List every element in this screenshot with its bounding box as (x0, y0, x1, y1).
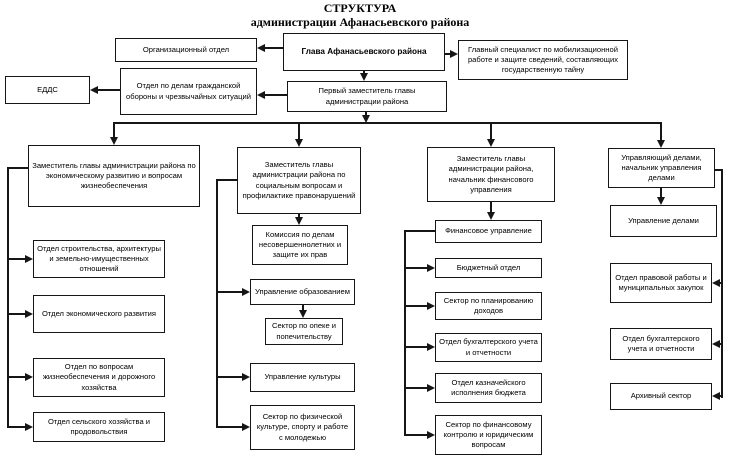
line (218, 179, 237, 181)
node-affairs-directorate: Управление делами (610, 205, 717, 237)
line (218, 291, 243, 293)
arrow-right-icon (427, 343, 435, 351)
arrow-down-icon (657, 197, 665, 205)
line (218, 376, 243, 378)
line (298, 124, 300, 140)
line (9, 167, 28, 169)
arrow-right-icon (242, 373, 250, 381)
arrow-right-icon (427, 431, 435, 439)
line (406, 346, 427, 348)
arrow-down-icon (110, 137, 118, 145)
arrow-left-icon (90, 86, 98, 94)
arrow-down-icon (295, 139, 303, 147)
node-accounting-dept-finance: Отдел бухгалтерского учета и отчетности (435, 333, 542, 362)
node-deputy-economic: Заместитель главы администрации района п… (28, 145, 200, 207)
chart-subtitle: администрации Афанасьевского района (250, 15, 470, 29)
node-affairs-manager: Управляющий делами, начальник управления… (608, 148, 715, 188)
arrow-down-icon (360, 73, 368, 81)
arrow-left-icon (712, 340, 720, 348)
arrow-right-icon (242, 423, 250, 431)
line (406, 267, 427, 269)
line (719, 282, 723, 284)
node-education-directorate: Управление образованием (250, 279, 355, 305)
line (9, 258, 26, 260)
line (302, 305, 304, 311)
arrow-down-icon (295, 217, 303, 225)
line (264, 94, 287, 96)
arrow-right-icon (242, 288, 250, 296)
line (660, 124, 662, 141)
node-archive-sector: Архивный сектор (610, 383, 712, 410)
node-treasury-dept: Отдел казначейского исполнения бюджета (435, 373, 542, 403)
line (490, 124, 492, 140)
line (406, 387, 427, 389)
line (715, 169, 723, 171)
node-organizational-dept: Организационный отдел (115, 38, 257, 62)
node-deputy-social: Заместитель главы администрации района п… (237, 147, 361, 214)
arrow-right-icon (25, 255, 33, 263)
node-deputy-finance: Заместитель главы администрации района, … (427, 147, 555, 202)
node-life-support-roads-dept: Отдел по вопросам жизнеобеспечения и дор… (33, 358, 165, 397)
arrow-right-icon (427, 264, 435, 272)
node-first-deputy-head: Первый заместитель главы администрации р… (287, 81, 447, 112)
arrow-right-icon (427, 302, 435, 310)
node-financial-control-sector: Сектор по финансовому контролю и юридиче… (435, 415, 542, 455)
line (298, 214, 300, 218)
arrow-right-icon (427, 384, 435, 392)
line (719, 395, 723, 397)
node-finance-directorate: Финансовое управление (435, 220, 542, 243)
node-chief-specialist-mobilization: Главный специалист по мобилизационной ра… (458, 40, 628, 80)
line (7, 167, 9, 428)
line (406, 230, 435, 232)
line (365, 112, 367, 116)
line (719, 343, 723, 345)
node-edds: ЕДДС (5, 76, 90, 104)
arrow-right-icon (25, 423, 33, 431)
node-economic-development-dept: Отдел экономического развития (33, 295, 165, 333)
node-accounting-dept-affairs: Отдел бухгалтерского учета и отчетности (610, 328, 712, 360)
node-income-planning-sector: Сектор по планированию доходов (435, 292, 542, 320)
arrow-right-icon (25, 373, 33, 381)
line (113, 124, 115, 138)
line (490, 202, 492, 213)
node-agriculture-dept: Отдел сельского хозяйства и продовольств… (33, 412, 165, 442)
line (9, 313, 26, 315)
arrow-left-icon (712, 279, 720, 287)
node-culture-directorate: Управление культуры (250, 363, 355, 392)
arrow-left-icon (257, 91, 265, 99)
line (404, 230, 406, 436)
line (406, 305, 427, 307)
line (113, 122, 662, 124)
line (9, 426, 26, 428)
line (445, 53, 451, 55)
line (406, 434, 427, 436)
node-construction-dept: Отдел строительства, архитектуры и земел… (33, 240, 165, 278)
chart-title: СТРУКТУРА (323, 1, 397, 15)
arrow-down-icon (487, 139, 495, 147)
arrow-right-icon (25, 310, 33, 318)
arrow-left-icon (257, 44, 265, 52)
arrow-down-icon (657, 140, 665, 148)
line (660, 188, 662, 198)
arrow-down-icon (362, 115, 370, 123)
node-civil-defense-dept: Отдел по делам гражданской обороны и чре… (120, 68, 257, 115)
node-sports-youth-sector: Сектор по физической культуре, спорту и … (250, 405, 355, 450)
node-budget-dept: Бюджетный отдел (435, 258, 542, 278)
node-head-of-district: Глава Афанасьевского района (283, 33, 445, 71)
arrow-down-icon (487, 212, 495, 220)
line (218, 426, 243, 428)
arrow-down-icon (299, 310, 307, 318)
line (721, 169, 723, 398)
line (216, 179, 218, 428)
node-legal-procurement-dept: Отдел правовой работы и муниципальных за… (610, 263, 712, 303)
node-guardianship-sector: Сектор по опеке и попечительству (265, 318, 343, 345)
line (9, 376, 26, 378)
arrow-left-icon (712, 392, 720, 400)
node-minors-commission: Комиссия по делам несовершеннолетних и з… (252, 225, 348, 265)
line (97, 89, 120, 91)
arrow-right-icon (450, 50, 458, 58)
line (264, 47, 283, 49)
